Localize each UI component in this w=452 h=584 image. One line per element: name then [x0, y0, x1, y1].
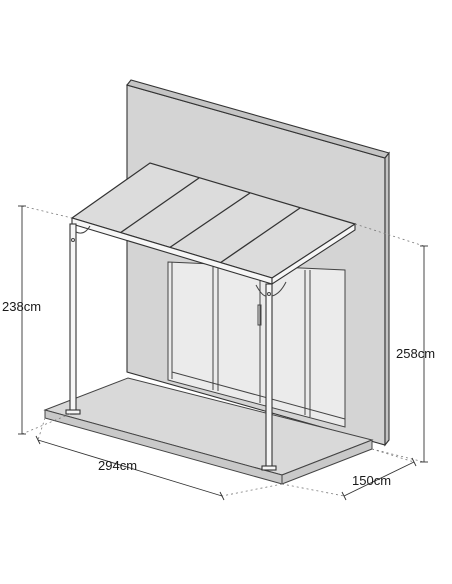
sliding-door — [167, 261, 346, 428]
label-height-wall: 258cm — [396, 346, 435, 361]
dimension-width — [35, 435, 225, 501]
dimension-height-front — [18, 205, 26, 435]
dimension-depth — [341, 457, 417, 501]
front-right-post — [255, 281, 287, 471]
label-depth: 150cm — [352, 473, 391, 488]
floor-slab — [43, 377, 374, 485]
label-width: 294cm — [98, 458, 137, 473]
label-height-front: 238cm — [2, 299, 41, 314]
extension-lines — [21, 205, 425, 497]
dimension-height-wall — [420, 245, 428, 463]
roof — [70, 162, 357, 286]
front-left-post — [65, 223, 91, 415]
